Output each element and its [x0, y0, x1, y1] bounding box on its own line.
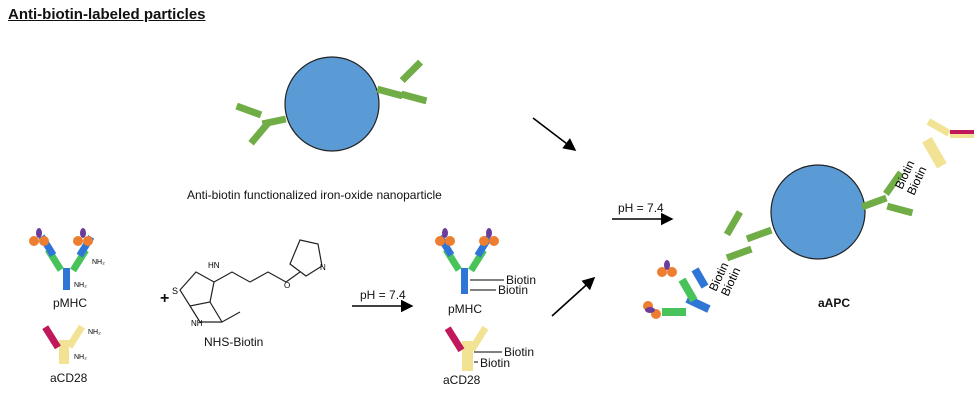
acd28-label-mid: aCD28 [443, 373, 481, 387]
acd28-structure-biotinylated [444, 325, 502, 371]
nhs-n-atom: N [320, 263, 326, 272]
plus-sign: + [160, 290, 170, 307]
anti-biotin-antibody-left [235, 102, 287, 146]
nh2-label-acd28-top: NH₂ [88, 329, 101, 336]
biotin-label-pmhc-1: Biotin [506, 273, 537, 287]
arrow-lower-to-aapc [551, 276, 596, 317]
nhs-biotin-molecule [179, 239, 323, 323]
arrow-top-to-aapc [532, 117, 577, 151]
nhs-o-atom: O [284, 281, 290, 290]
anti-biotin-antibody-right [376, 59, 428, 105]
nhs-s-atom: S [172, 286, 178, 296]
nhs-biotin-label: NHS-Biotin [204, 335, 264, 349]
aapc-anti-biotin-right [860, 170, 914, 217]
nhs-hn-atom: HN [208, 261, 220, 270]
top-nanoparticle-group [235, 56, 428, 152]
ph-label-upper: pH = 7.4 [618, 201, 664, 215]
biotin-label-pmhc-2: Biotin [498, 283, 529, 297]
acd28-structure-left [42, 324, 85, 364]
nh2-label-acd28-bottom: NH₂ [74, 354, 87, 361]
nh2-label-pmhc-bottom: NH₂ [74, 282, 87, 289]
aapc-bound-pmhc [643, 260, 711, 319]
pmhc-structure-biotinylated [435, 228, 504, 294]
biotin-label-acd28-1: Biotin [504, 345, 535, 359]
pmhc-structure-left [29, 228, 95, 290]
biotin-label-acd28-2: Biotin [480, 356, 511, 370]
nanoparticle-caption: Anti-biotin functionalized iron-oxide na… [187, 188, 442, 202]
nanoparticle-aapc [770, 164, 866, 260]
page-title: Anti-biotin-labeled particles [8, 6, 206, 23]
aapc-anti-biotin-left [723, 210, 773, 262]
ph-label-lower: pH = 7.4 [360, 288, 406, 302]
pmhc-label-left: pMHC [53, 296, 88, 310]
pmhc-label-mid: pMHC [448, 302, 483, 316]
nanoparticle-top [284, 56, 380, 152]
acd28-label-left: aCD28 [50, 371, 88, 385]
nh2-label-pmhc-top: NH₂ [92, 259, 105, 266]
aapc-bound-acd28 [922, 118, 974, 169]
aapc-label: aAPC [818, 296, 851, 310]
aapc-group [643, 118, 974, 319]
nhs-nh-atom: NH [191, 319, 203, 328]
